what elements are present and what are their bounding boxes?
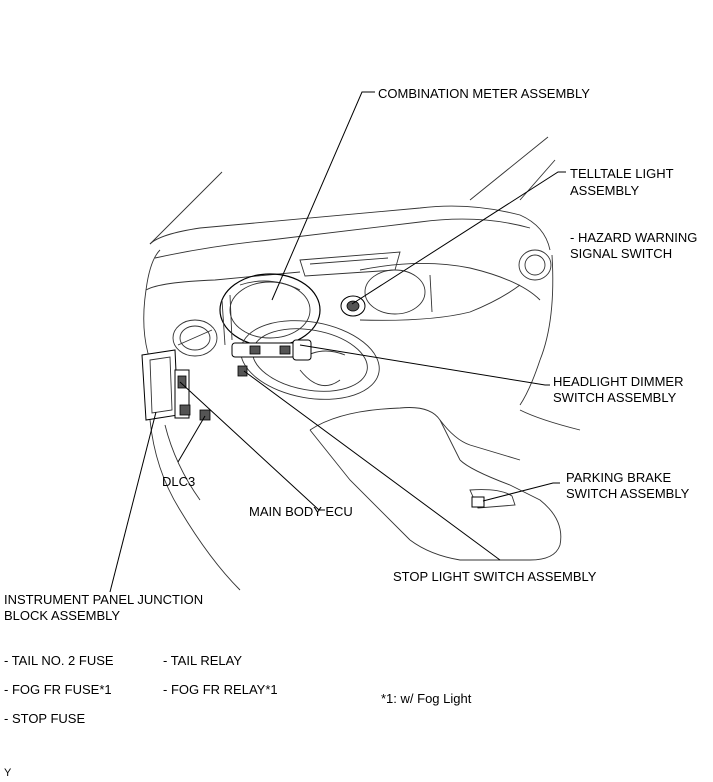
hazard-switch-part [340,295,366,317]
stop-light-switch-part [237,365,248,377]
combination-meter-part [219,273,321,347]
footnote: *1: w/ Fog Light [381,691,472,706]
corner-mark: Y [4,767,12,779]
lower-trim [149,419,241,591]
label-combination-meter: COMBINATION METER ASSEMBLY [378,86,590,101]
fuse-tail-relay: - TAIL RELAY [163,653,242,668]
junction-block-part [141,349,191,421]
left-air-vent [172,319,218,357]
headlight-dimmer-part [231,339,312,361]
label-main-body-ecu: MAIN BODY ECU [249,504,353,519]
dlc3-part [199,409,211,421]
label-headlight-line2: SWITCH ASSEMBLY [553,390,677,405]
label-hazard-line2: SIGNAL SWITCH [570,246,673,261]
parking-brake-switch-part [471,496,485,508]
label-hazard-line1: - HAZARD WARNING [570,230,698,245]
label-parking-line1: PARKING BRAKE [566,470,672,485]
right-air-vent [364,249,552,315]
label-dlc3: DLC3 [162,474,196,489]
leader-lines [109,91,566,593]
label-headlight-line1: HEADLIGHT DIMMER [553,374,684,389]
fuse-stop: - STOP FUSE [4,711,86,726]
label-telltale-line2: ASSEMBLY [570,183,640,198]
label-ipjb-line2: BLOCK ASSEMBLY [4,608,121,623]
dashboard-panel [143,205,581,431]
label-parking-line2: SWITCH ASSEMBLY [566,486,690,501]
fuse-fog-fr-relay: - FOG FR RELAY*1 [163,682,278,697]
center-console [309,407,562,561]
fuse-tail-no2: - TAIL NO. 2 FUSE [4,653,114,668]
label-telltale-line1: TELLTALE LIGHT [570,166,674,181]
label-ipjb-line1: INSTRUMENT PANEL JUNCTION [4,592,204,607]
fuse-fog-fr: - FOG FR FUSE*1 [4,682,112,697]
label-stop-light: STOP LIGHT SWITCH ASSEMBLY [393,569,597,584]
windshield-outline [149,136,556,245]
